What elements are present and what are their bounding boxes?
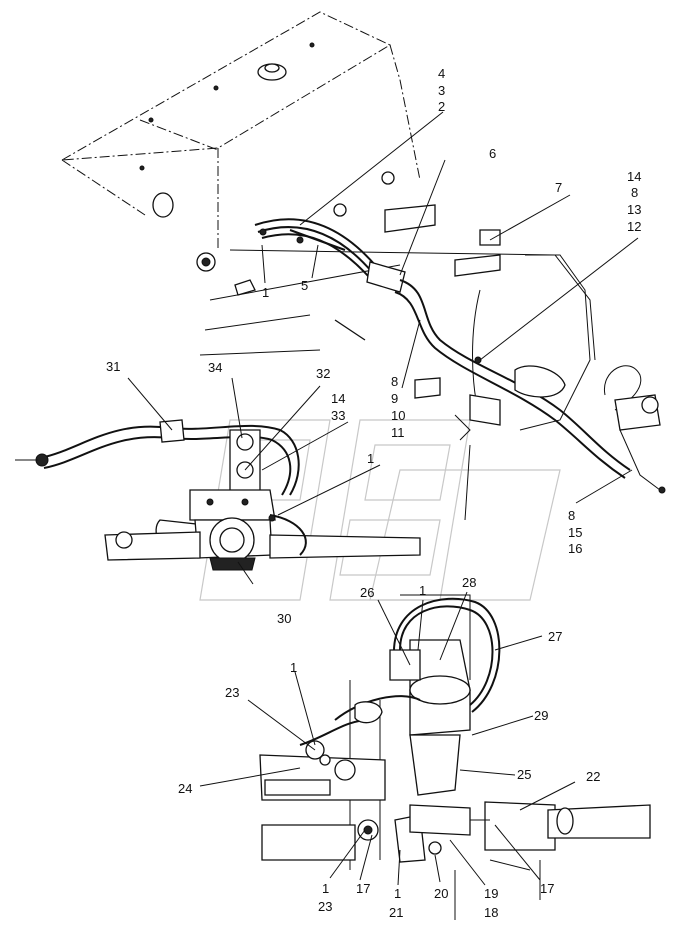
callout-20: 20 [434,886,448,901]
callout-24: 24 [178,781,192,796]
callout-31: 31 [106,359,120,374]
callout-1: 1 [322,881,329,896]
callout-1: 1 [419,583,426,598]
callout-2: 2 [438,99,445,114]
callout-12: 12 [627,219,641,234]
callout-32: 32 [316,366,330,381]
callout-17: 17 [356,881,370,896]
callout-23: 23 [225,685,239,700]
callout-18: 18 [484,905,498,920]
callout-1: 1 [367,451,374,466]
callout-3: 3 [438,83,445,98]
callout-9: 9 [391,391,398,406]
callout-1: 1 [262,285,269,300]
callout-11: 11 [391,425,405,440]
callout-34: 34 [208,360,222,375]
callout-8: 8 [391,374,398,389]
callout-15: 15 [568,525,582,540]
leader-lines [127,111,639,886]
callout-26: 26 [360,585,374,600]
callout-1: 1 [394,886,401,901]
callout-16: 16 [568,541,582,556]
callout-labels: 4 3 2 6 7 14 8 13 12 1 5 31 34 32 14 33 … [106,66,641,920]
callout-7: 7 [555,180,562,195]
callout-14: 14 [331,391,345,406]
callout-33: 33 [331,408,345,423]
fuel-tank [61,11,421,272]
callout-30: 30 [277,611,291,626]
left-assembly [15,419,421,571]
callout-27: 27 [548,629,562,644]
callout-8: 8 [631,185,638,200]
callout-25: 25 [517,767,531,782]
callout-14: 14 [627,169,641,184]
callout-10: 10 [391,408,405,423]
callout-28: 28 [462,575,476,590]
callout-19: 19 [484,886,498,901]
callout-1: 1 [290,660,297,675]
callout-4: 4 [438,66,445,81]
callout-8: 8 [568,508,575,523]
callout-22: 22 [586,769,600,784]
callout-21: 21 [389,905,403,920]
callout-6: 6 [489,146,496,161]
callout-5: 5 [301,278,308,293]
callout-29: 29 [534,708,548,723]
callout-17: 17 [540,881,554,896]
callout-23: 23 [318,899,332,914]
fuel-lines [254,218,666,494]
bottom-assembly [259,594,651,920]
callout-13: 13 [627,202,641,217]
